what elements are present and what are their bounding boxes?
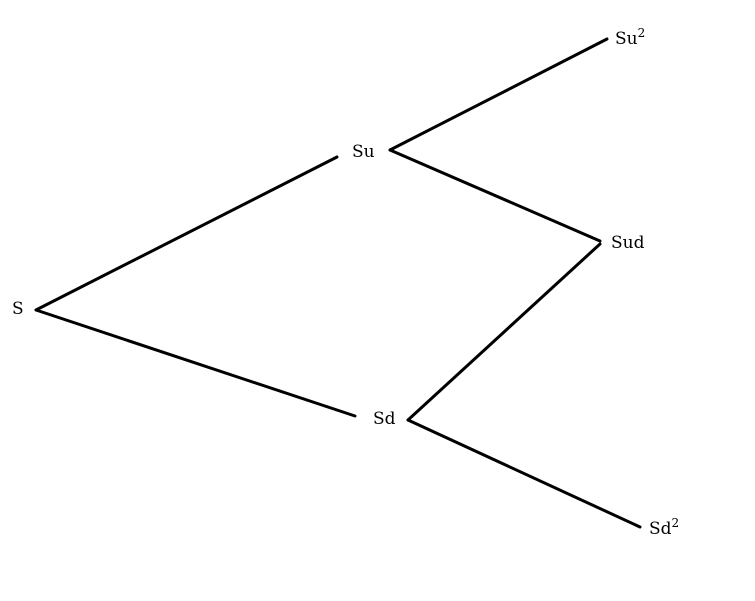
node-su: Su [352,142,375,162]
node-s-label: S [12,299,24,319]
node-sd: Sd [373,409,396,429]
node-su2-exponent: 2 [638,26,646,40]
node-su2: Su2 [615,26,645,49]
node-sud: Sud [611,233,645,253]
edge-sd-sud [406,242,602,422]
node-su-label: Su [352,142,375,162]
edge-s-sd [34,308,357,418]
edge-su-sud [388,148,602,243]
node-sd-label: Sd [373,409,396,429]
node-sud-label: Sud [611,233,645,253]
node-su2-label: Su [615,29,638,49]
edge-sd-sd2 [406,418,642,529]
node-s: S [12,299,24,319]
node-sd2-label: Sd [649,519,672,539]
edge-su-su2 [388,37,609,152]
edge-s-su [34,155,339,312]
node-sd2: Sd2 [649,516,679,539]
node-sd2-exponent: 2 [672,516,680,530]
